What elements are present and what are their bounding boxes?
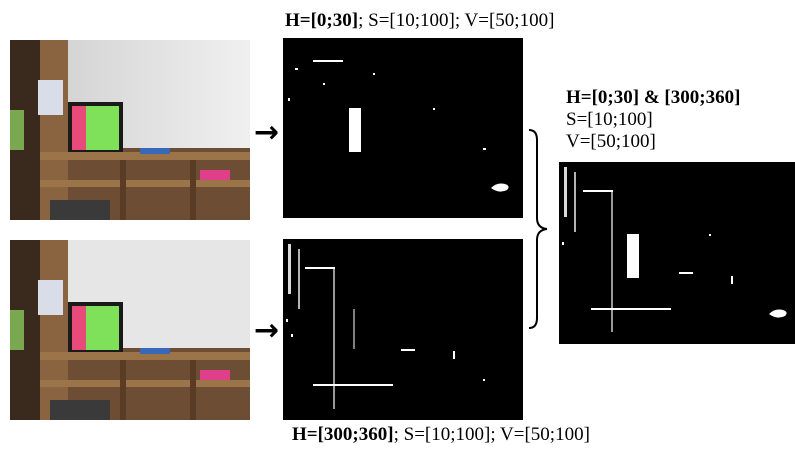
- right-curly-bracket-icon: [527, 128, 557, 330]
- combined-s-range: S=[10;100]: [566, 109, 653, 130]
- source-photo-top: [10, 40, 250, 220]
- source-photo-bottom: [10, 240, 250, 420]
- bottom-threshold-label: H=[300;360]; S=[10;100]; V=[50;100]: [292, 424, 590, 446]
- right-arrow-icon: →: [254, 115, 280, 150]
- top-hue-range: H=[0;30]: [285, 10, 359, 31]
- bottom-hue-range: H=[300;360]: [292, 424, 394, 445]
- combined-threshold-label: H=[0;30] & [300;360] S=[10;100] V=[50;10…: [566, 87, 740, 153]
- mask-hue-0-30: [283, 38, 523, 218]
- top-sv-range: ; S=[10;100]; V=[50;100]: [358, 10, 555, 31]
- top-threshold-label: H=[0;30]; S=[10;100]; V=[50;100]: [285, 10, 554, 32]
- mask-combined: [559, 162, 795, 344]
- combined-hue-range: H=[0;30] & [300;360]: [566, 87, 741, 108]
- combined-v-range: V=[50;100]: [566, 131, 656, 152]
- mask-hue-300-360: [283, 239, 523, 420]
- bottom-sv-range: ; S=[10;100]; V=[50;100]: [393, 424, 590, 445]
- right-arrow-icon: →: [254, 313, 280, 348]
